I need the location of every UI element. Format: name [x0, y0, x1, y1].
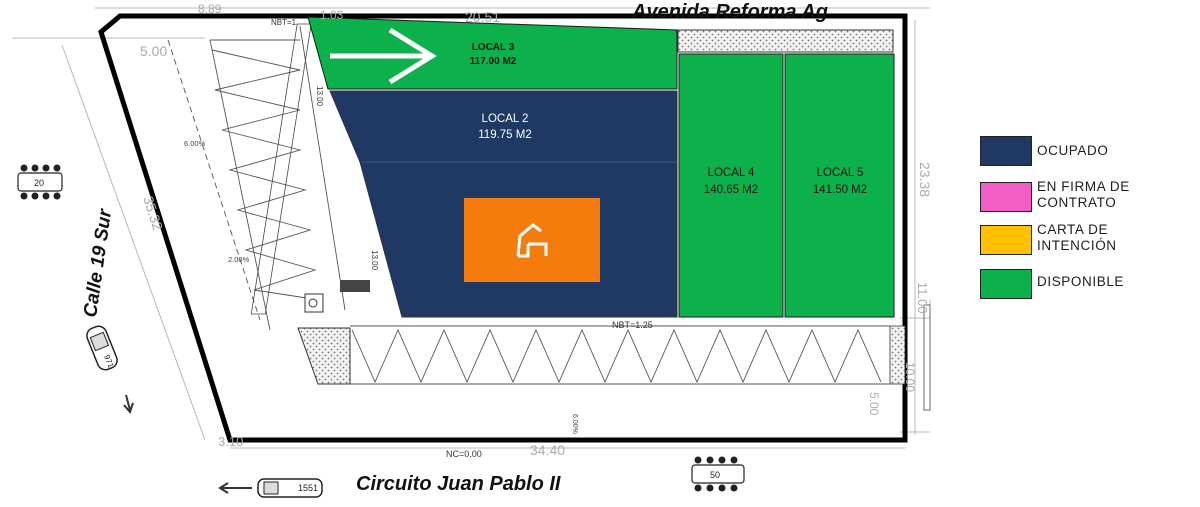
legend-swatch-ocupado: [980, 136, 1032, 166]
slope-2: 2.00%: [228, 255, 250, 264]
logo-icon: [516, 223, 548, 258]
car-south-icon: [257, 478, 323, 498]
local-2-area-text: 119.75 M2: [478, 129, 532, 141]
table-west-number: 20: [34, 178, 44, 188]
table-south-number: 50: [710, 470, 720, 480]
parking-area-south: [350, 325, 890, 385]
local-5-area-text: 141.50 M2: [813, 184, 867, 196]
dim-east-bottom: 5.00: [867, 392, 881, 416]
local-3-area-text: 117.00 M2: [470, 56, 517, 67]
local-4-area: [678, 53, 784, 318]
legend-label-disponible: DISPONIBLE: [1037, 274, 1125, 289]
arrow-left-icon: [218, 482, 252, 494]
dim-south-side: 34.40: [530, 442, 565, 458]
table-west-icon: [17, 164, 63, 200]
legend-swatch-disponible: [980, 269, 1032, 299]
local-5-name: LOCAL 5: [817, 167, 864, 179]
legend-swatch-carta: [980, 225, 1032, 255]
dim-top-right: 20.51: [465, 9, 500, 25]
legend-swatch-en-firma: [980, 182, 1032, 212]
local-5-area: [784, 53, 895, 318]
dim-west-side: 35.32: [140, 194, 166, 232]
legend-label-ocupado: OCUPADO: [1037, 143, 1109, 158]
car-south-number: 1551: [298, 483, 318, 493]
level-base: NC=0.00: [446, 449, 482, 459]
arrow-right-icon: [330, 27, 437, 85]
parking-area-west: [167, 25, 346, 331]
dim-east-small: 10.00: [903, 362, 917, 392]
dim-east-lower: 11.00: [915, 282, 930, 314]
legend-label-carta: CARTA DE INTENCIÓN: [1037, 222, 1117, 253]
local-4-name: LOCAL 4: [708, 167, 755, 179]
dim-south-left: 3.10: [218, 434, 243, 449]
east-scale-bar: [923, 304, 931, 411]
walkway-strip: [250, 23, 312, 315]
level-mid: NBT=1.25: [612, 320, 653, 330]
lot-outline: [98, 13, 908, 443]
street-west-label: Calle 19 Sur: [80, 206, 116, 318]
car-west-icon: [86, 325, 118, 371]
dim-east-side: 23.38: [917, 162, 933, 197]
landscape-pad-ne: [677, 29, 894, 53]
brand-logo-box: [464, 198, 600, 282]
ramp-label-2: 13.00: [370, 250, 379, 271]
street-south-label: Circuito Juan Pablo II: [356, 473, 561, 495]
ramp-label-1: 13.00: [315, 86, 324, 107]
local-3-area: [307, 16, 678, 90]
landscape-pad-sw: [297, 327, 351, 385]
wheelchair-icon: [304, 293, 324, 313]
local-3-name: LOCAL 3: [472, 42, 515, 53]
slope-3: 6.00%: [571, 414, 578, 434]
slope-1: 6.00%: [184, 139, 206, 148]
dim-top-left: 8.89: [198, 2, 222, 16]
landscape-pad-se: [889, 325, 906, 385]
dim-top-mid: 1.03: [320, 8, 344, 22]
arrow-down-icon: [123, 394, 134, 414]
dim-left-offset: 5.00: [140, 43, 167, 59]
ramp-marker: [340, 280, 370, 292]
level-top: NBT=1.: [271, 18, 298, 27]
local-4-area-text: 140.65 M2: [704, 184, 758, 196]
street-north-label: Avenida Reforma Ag: [631, 1, 828, 23]
legend-label-en-firma: EN FIRMA DE CONTRATO: [1037, 179, 1130, 210]
local-2-name: LOCAL 2: [482, 113, 529, 125]
table-south-icon: [691, 456, 745, 492]
